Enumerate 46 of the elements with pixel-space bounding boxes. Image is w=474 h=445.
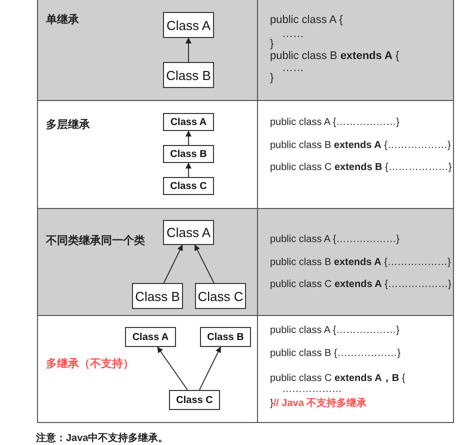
table-cell bbox=[37, 208, 258, 316]
row-heading: 单继承 bbox=[46, 12, 79, 27]
row-heading: 多层继承 bbox=[46, 118, 90, 132]
class-box: Class B bbox=[163, 62, 214, 88]
code-line: public class C extends A {………………} bbox=[270, 279, 452, 290]
arrow bbox=[186, 130, 192, 146]
class-box: Class A bbox=[163, 220, 214, 245]
table-cell bbox=[37, 0, 258, 101]
arrow bbox=[186, 38, 192, 62]
code-line: public class C extends A，B { bbox=[270, 372, 406, 385]
code-line: …… bbox=[282, 62, 304, 74]
note-text: 注意：Java中不支持多继承。 bbox=[36, 431, 168, 445]
row-heading: 多继承（不支持） bbox=[46, 356, 134, 371]
table-cell bbox=[257, 208, 454, 316]
code-line: public class C extends B {………………} bbox=[270, 162, 452, 173]
class-box: Class A bbox=[163, 12, 214, 38]
class-box: Class A bbox=[125, 327, 176, 347]
code-line: …… bbox=[282, 28, 304, 40]
table-cell bbox=[257, 0, 454, 101]
code-line: public class B extends A { bbox=[270, 50, 400, 62]
table-cell bbox=[37, 315, 258, 423]
class-box: Class C bbox=[195, 283, 246, 309]
class-box: Class B bbox=[132, 283, 183, 309]
arrow bbox=[186, 162, 192, 178]
code-line: public class B extends A {………………} bbox=[270, 257, 451, 268]
arrow bbox=[198, 346, 222, 390]
class-box: Class C bbox=[169, 390, 220, 410]
class-box: Class A bbox=[163, 113, 214, 131]
code-line: } bbox=[270, 38, 274, 50]
code-line: ……………… bbox=[282, 384, 342, 395]
arrow bbox=[163, 244, 183, 284]
arrow bbox=[194, 244, 214, 284]
code-line: public class A {………………} bbox=[270, 325, 400, 336]
row-heading: 不同类继承同一个类 bbox=[46, 234, 145, 248]
code-line: public class A {………………} bbox=[270, 234, 400, 245]
code-line: }// Java 不支持多继承 bbox=[270, 396, 367, 410]
class-box: Class B bbox=[200, 327, 251, 347]
code-line: } bbox=[270, 72, 274, 84]
code-line: public class A {………………} bbox=[270, 117, 400, 128]
table-cell bbox=[257, 315, 454, 423]
arrow bbox=[156, 346, 188, 390]
class-box: Class B bbox=[163, 145, 214, 163]
code-line: public class B extends A {………………} bbox=[270, 140, 451, 151]
code-line: public class B {………………} bbox=[270, 348, 401, 359]
code-line: public class A { bbox=[270, 14, 343, 26]
class-box: Class C bbox=[163, 177, 214, 195]
